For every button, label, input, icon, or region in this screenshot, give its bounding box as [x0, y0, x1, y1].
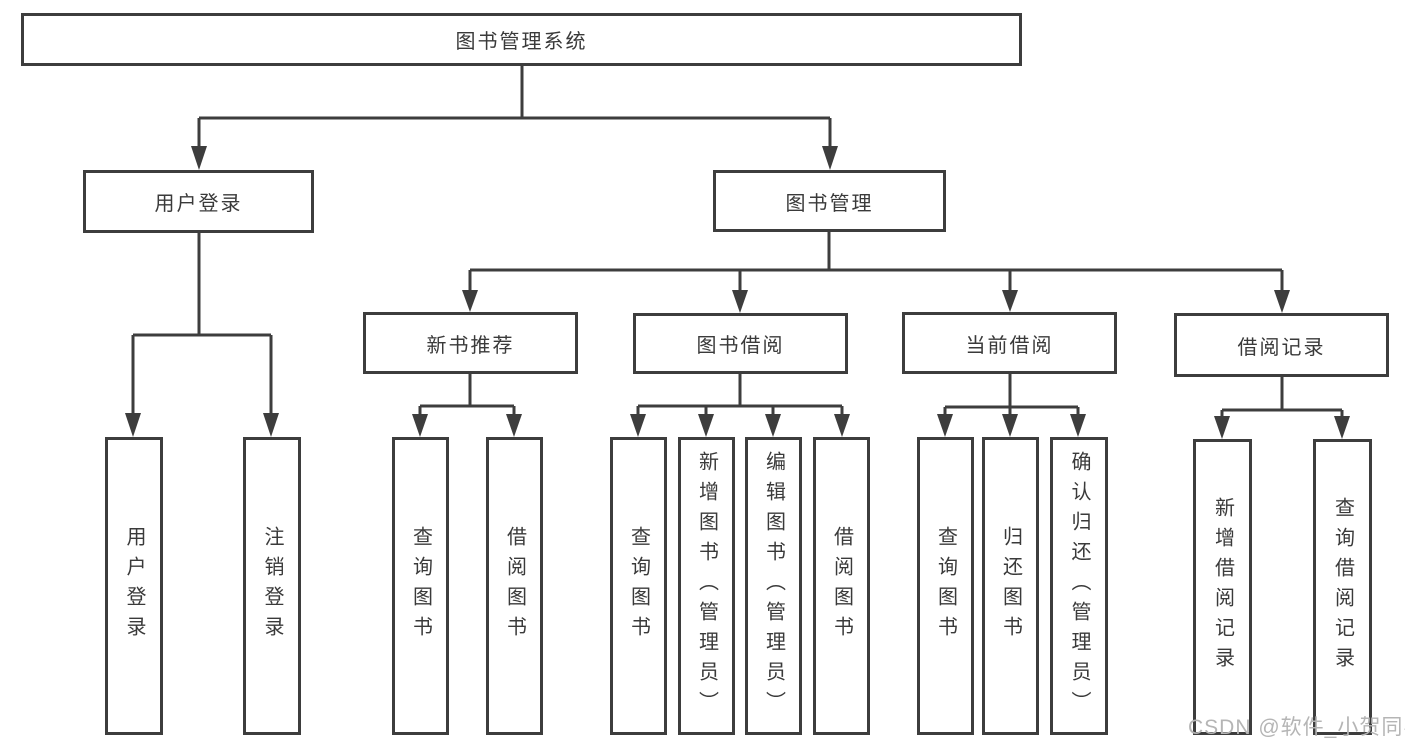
- leaf-borrow-borrow-label: 借阅图书: [830, 526, 853, 646]
- node-current-borrow-label: 当前借阅: [965, 334, 1054, 357]
- csdn-watermark: CSDN @软件_小贺同学: [1188, 716, 1405, 739]
- node-user-login-label: 用户登录: [154, 193, 243, 215]
- node-current-borrow: 当前借阅: [902, 312, 1117, 374]
- leaf-borrow-query: 查询图书: [610, 437, 667, 735]
- node-root-label: 图书管理系统: [455, 31, 588, 53]
- leaf-current-query-label: 查询图书: [934, 526, 957, 646]
- leaf-borrow-edit-admin-label: 编辑图书（管理员）: [762, 451, 785, 721]
- leaf-current-return: 归还图书: [982, 437, 1039, 735]
- node-borrow-records-label: 借阅记录: [1237, 336, 1326, 359]
- leaf-borrow-add-admin-label: 新增图书（管理员）: [695, 451, 718, 721]
- leaf-borrow-add-admin: 新增图书（管理员）: [678, 437, 735, 735]
- leaf-borrow-query-label: 查询图书: [627, 526, 650, 646]
- leaf-newbooks-query-label: 查询图书: [409, 526, 432, 646]
- node-book-management-label: 图书管理: [785, 192, 874, 215]
- leaf-user-login: 用户登录: [105, 437, 163, 735]
- leaf-current-return-label: 归还图书: [999, 526, 1022, 646]
- leaf-records-query-label: 查询借阅记录: [1331, 497, 1354, 677]
- leaf-logout-label: 注销登录: [261, 526, 283, 646]
- node-user-login: 用户登录: [83, 170, 314, 233]
- leaf-current-confirm-admin: 确认归还（管理员）: [1050, 437, 1108, 735]
- node-book-borrow-label: 图书借阅: [696, 335, 785, 357]
- leaf-borrow-edit-admin: 编辑图书（管理员）: [745, 437, 802, 735]
- leaf-user-login-label: 用户登录: [123, 526, 145, 646]
- leaf-newbooks-borrow-label: 借阅图书: [503, 526, 526, 646]
- node-book-management: 图书管理: [713, 170, 946, 232]
- node-book-borrow: 图书借阅: [633, 313, 848, 374]
- leaf-records-add-label: 新增借阅记录: [1211, 497, 1234, 677]
- leaf-logout: 注销登录: [243, 437, 301, 735]
- node-new-book-recommend: 新书推荐: [363, 312, 578, 374]
- node-root-system: 图书管理系统: [21, 13, 1022, 66]
- leaf-current-query: 查询图书: [917, 437, 974, 735]
- leaf-records-query: 查询借阅记录: [1313, 439, 1372, 735]
- node-borrow-records: 借阅记录: [1174, 313, 1389, 377]
- leaf-newbooks-borrow: 借阅图书: [486, 437, 543, 735]
- leaf-records-add: 新增借阅记录: [1193, 439, 1252, 735]
- leaf-borrow-borrow: 借阅图书: [813, 437, 870, 735]
- node-new-book-recommend-label: 新书推荐: [426, 334, 515, 357]
- leaf-newbooks-query: 查询图书: [392, 437, 449, 735]
- leaf-current-confirm-admin-label: 确认归还（管理员）: [1068, 451, 1090, 721]
